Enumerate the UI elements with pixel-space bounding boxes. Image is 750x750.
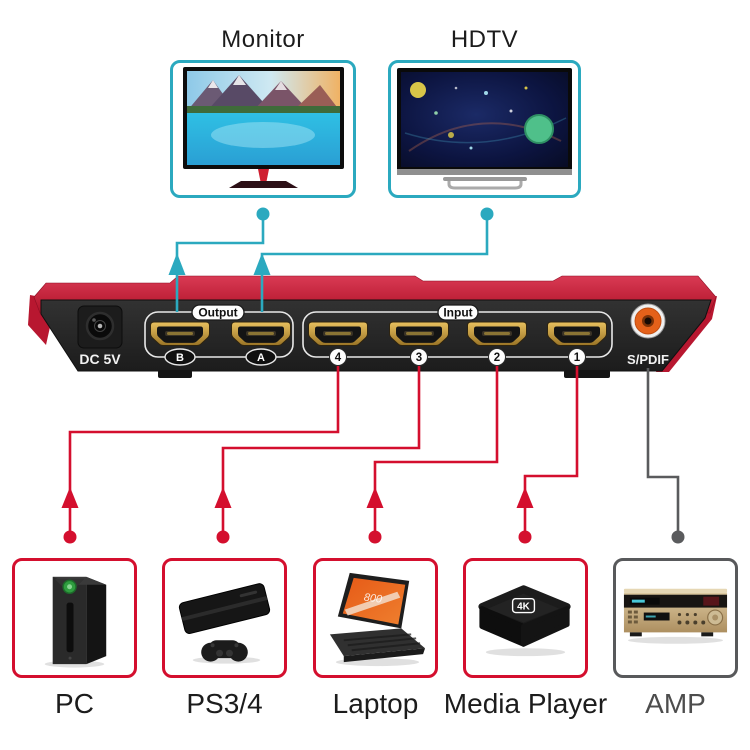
amp-illustration	[623, 588, 728, 644]
pc-label: PC	[55, 688, 94, 719]
laptop-label: Laptop	[332, 688, 419, 719]
hdtv-stand	[443, 177, 527, 181]
monitor-stand	[258, 169, 269, 184]
pc-illustration	[44, 576, 107, 668]
amp-box	[613, 558, 738, 678]
media-player-label: Media Player	[443, 688, 608, 719]
pc-box	[12, 558, 137, 678]
output-port-a-label: A	[257, 352, 265, 364]
dc-power-jack	[77, 305, 123, 349]
monitor-illustration	[183, 67, 344, 188]
media-player-illustration: 4K	[478, 585, 571, 657]
input-port-1-label: 1	[574, 352, 581, 364]
input-group-label: Input	[443, 306, 472, 320]
spdif-port	[630, 303, 666, 339]
hdtv-box	[388, 60, 581, 198]
hdmi-port-input-1	[547, 321, 607, 346]
monitor-label: Monitor	[221, 26, 305, 53]
hdtv-label: HDTV	[450, 26, 519, 53]
hdtv-illustration	[397, 68, 572, 190]
ps34-illustration	[178, 583, 271, 664]
amp-label: AMP	[645, 688, 706, 719]
input-port-3-label: 3	[416, 352, 422, 364]
media-player-box: 4K	[463, 558, 588, 678]
output-port-b-label: B	[176, 352, 184, 364]
dc-label: DC 5V	[79, 351, 121, 367]
ps34-box	[162, 558, 287, 678]
laptop-screen-text: 800	[363, 592, 382, 606]
hdmi-port-input-4	[308, 321, 368, 346]
input-port-4-label: 4	[335, 352, 342, 364]
input-port-2-label: 2	[494, 352, 500, 364]
hdmi-port-output-b	[150, 321, 210, 346]
monitor-box	[170, 60, 356, 198]
hdmi-port-input-2	[467, 321, 527, 346]
hdmi-port-input-3	[389, 321, 449, 346]
hdmi-port-output-a	[231, 321, 291, 346]
spdif-label: S/PDIF	[627, 352, 669, 367]
ps34-label: PS3/4	[186, 688, 263, 719]
ps-controller	[201, 640, 248, 662]
output-group-label: Output	[198, 306, 237, 320]
laptop-box: 800	[313, 558, 438, 678]
laptop-illustration: 800	[329, 572, 426, 667]
media-player-badge: 4K	[517, 602, 531, 613]
device-face	[40, 299, 712, 372]
